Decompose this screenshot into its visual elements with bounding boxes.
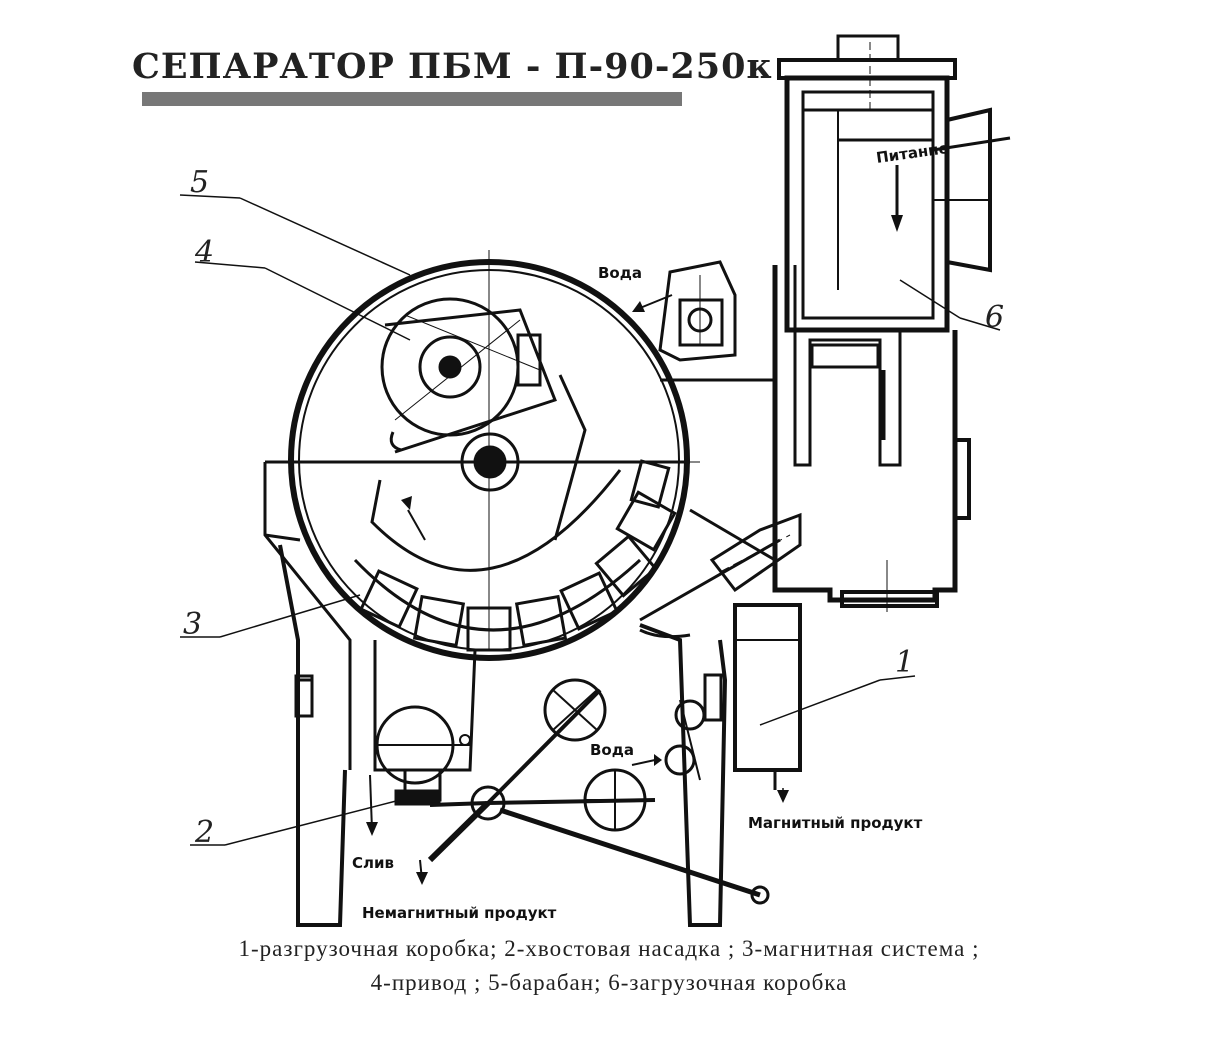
- water-label-top: Вода: [598, 264, 642, 282]
- water-label-bottom: Вода: [590, 741, 634, 759]
- callout-1: 1: [895, 645, 914, 680]
- magnetic-product-label: Магнитный продукт: [748, 814, 923, 832]
- tank-body: [772, 265, 971, 612]
- callout-2: 2: [194, 815, 214, 850]
- callout-5: 5: [190, 165, 209, 200]
- callout-6: 6: [985, 300, 1004, 335]
- left-leg: [278, 544, 347, 927]
- separator-drawing: Вода Питание Вода Магнитный продукт Слив…: [179, 34, 1011, 927]
- magnetic-arrow: [777, 790, 789, 803]
- nonmagnetic-product-label: Немагнитный продукт: [362, 904, 557, 922]
- legend-line-2: 4-привод ; 5-барабан; 6-загрузочная коро…: [370, 970, 848, 995]
- magnetic-system: [353, 459, 677, 652]
- diagram-title: СЕПАРАТОР ПБМ - П-90-250к: [132, 46, 773, 87]
- callout-leaders: [179, 194, 1001, 846]
- callout-3: 3: [183, 607, 202, 642]
- feed-box: [777, 34, 1011, 333]
- discharge-chute: [639, 512, 802, 639]
- water-spray-top: [632, 260, 737, 362]
- callout-4: 4: [194, 235, 214, 270]
- drive: [380, 297, 587, 541]
- feed-label: Питание: [875, 139, 950, 167]
- lever-linkage: [416, 678, 770, 905]
- drain-label: Слив: [352, 854, 394, 872]
- tail-assembly: [366, 640, 477, 836]
- title-underline: [142, 92, 682, 106]
- legend-line-1: 1-разгрузочная коробка; 2-хвостовая наса…: [238, 936, 980, 961]
